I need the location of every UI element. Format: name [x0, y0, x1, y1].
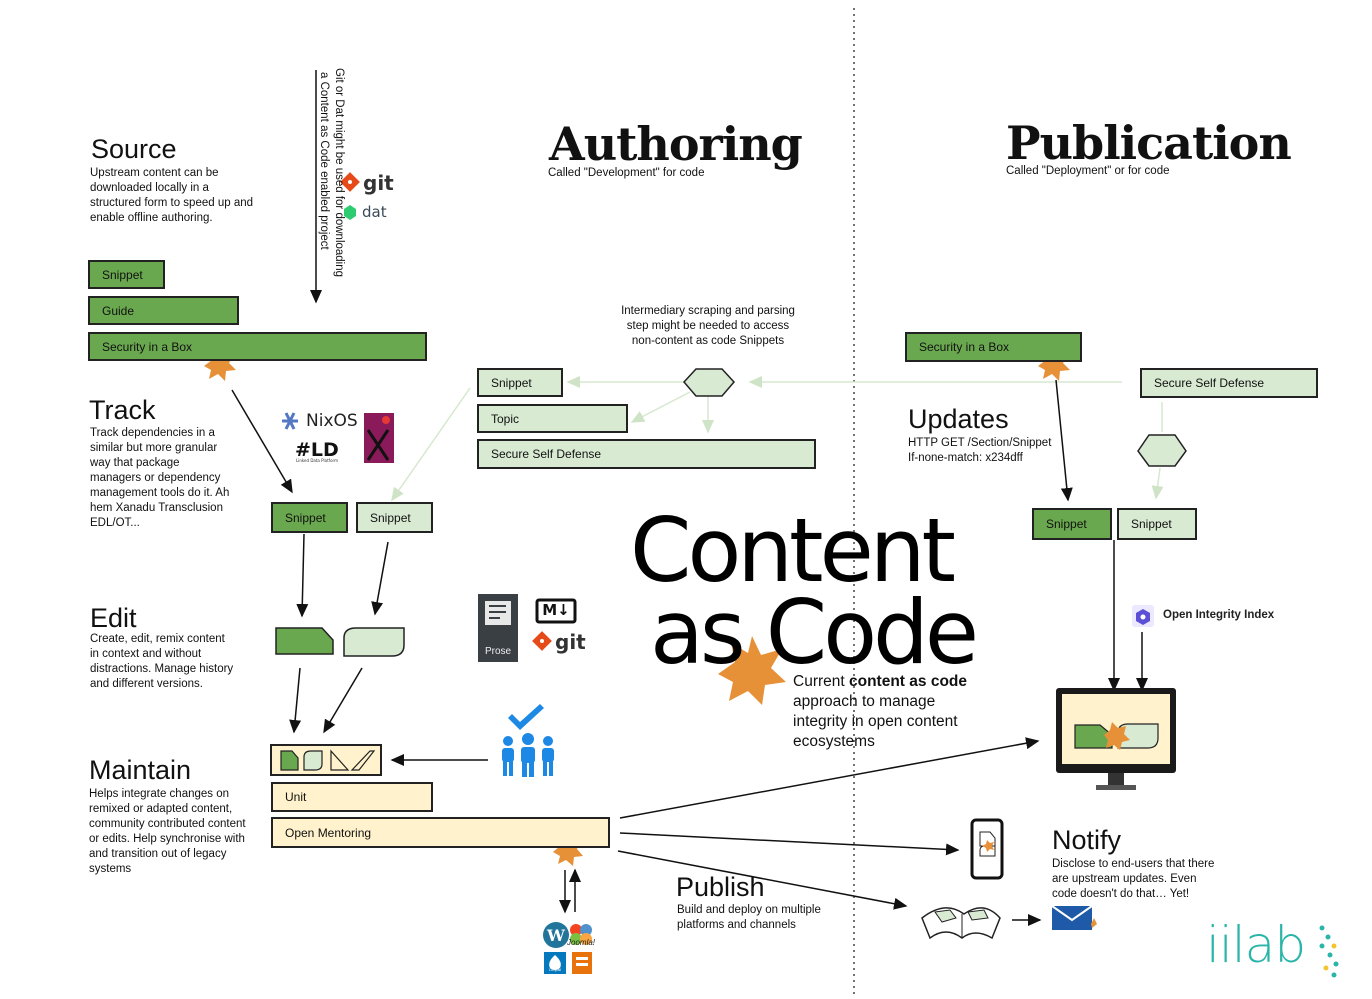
- nixos-logo-text: NixOS: [306, 411, 358, 431]
- git-logo-text-2: git: [555, 630, 586, 654]
- track-snippet-green: Snippet: [271, 502, 348, 533]
- wordpress-icon: W: [543, 922, 569, 948]
- publication-security-box: Security in a Box: [905, 332, 1082, 362]
- arrow-track-edit-a: [296, 533, 309, 618]
- source-description: Upstream content can be downloaded local…: [90, 167, 254, 224]
- phone-icon: [970, 818, 1004, 880]
- arrow-to-phone: [619, 832, 960, 856]
- arrow-track-edit-b: [371, 541, 389, 616]
- publication-subheading: Called "Deployment" or for code: [1006, 165, 1170, 177]
- notify-description: Disclose to end-users that there are ups…: [1052, 858, 1215, 900]
- drupal-icon: [544, 952, 566, 974]
- arrow-scrape-to-topic: [630, 391, 691, 423]
- mail-icon: [1051, 905, 1097, 930]
- authoring-subheading: Called "Development" for code: [548, 167, 705, 179]
- edit-description: Create, edit, remix content in context a…: [90, 633, 234, 690]
- source-security-box: Security in a Box: [88, 332, 427, 361]
- authoring-topic-box: Topic: [477, 404, 628, 433]
- drupal-logo-text: Drupal: [549, 967, 561, 972]
- arrow-pub-star-snippet: [1055, 379, 1073, 502]
- arrow-edit-maintain-a: [289, 667, 302, 734]
- publication-hexagon: [1137, 434, 1187, 467]
- maintain-title: Maintain: [89, 755, 192, 785]
- joomla-icon: [570, 924, 592, 945]
- publication-snippet-light: Snippet: [1117, 508, 1197, 540]
- updates-title: Updates: [908, 404, 1009, 434]
- publication-heading: Publication: [1006, 116, 1292, 170]
- svg-text:W: W: [546, 926, 566, 945]
- arrow-to-book: [617, 850, 908, 910]
- main-title: Content as Code: [630, 499, 979, 684]
- git-icon: [532, 631, 552, 651]
- book-icon: [921, 907, 1001, 940]
- track-title: Track: [89, 395, 156, 425]
- arrow-star-to-snippet: [231, 389, 293, 494]
- open-integrity-text: Open Integrity Index: [1163, 609, 1275, 621]
- maintain-description: Helps integrate changes on remixed or ad…: [89, 788, 246, 875]
- open-mentoring-box: Open Mentoring: [271, 817, 610, 848]
- arrow-authoring-to-snippet: [391, 387, 471, 502]
- source-guide-box: Guide: [88, 296, 239, 325]
- iilab-logo: iilab: [1206, 916, 1306, 974]
- community-icon: [502, 704, 554, 777]
- cms-icon: [572, 952, 592, 974]
- arrow-to-monitor: [619, 737, 1040, 819]
- publication-snippet-green: Snippet: [1032, 508, 1112, 540]
- xanadu-icon: [364, 413, 394, 463]
- edit-shape-green: [275, 627, 334, 655]
- markdown-icon: [535, 598, 577, 624]
- arrow-hex-snippet: [1151, 467, 1164, 500]
- ld-logo-small: Linked Data Platform: [296, 458, 339, 463]
- source-title: Source: [91, 134, 177, 164]
- git-logo-text: git: [363, 171, 394, 195]
- publish-description: Build and deploy on multiple platforms a…: [677, 904, 821, 931]
- track-description: Track dependencies in a similar but more…: [90, 427, 230, 529]
- track-snippet-light: Snippet: [356, 502, 433, 533]
- main-caption: Current content as code approach to mana…: [793, 673, 967, 750]
- nixos-icon: [282, 412, 298, 430]
- authoring-snippet-box: Snippet: [477, 368, 563, 397]
- scrape-hexagon: [682, 368, 736, 397]
- arrow-edit-maintain-b: [323, 667, 363, 734]
- updates-description: HTTP GET /Section/Snippet If-none-match:…: [908, 437, 1052, 464]
- joomla-logo-text: Joomla!: [567, 938, 596, 947]
- markdown-logo-text: M↓: [542, 601, 570, 619]
- notify-title: Notify: [1052, 825, 1122, 855]
- authoring-ssd-box: Secure Self Defense: [477, 439, 816, 469]
- dat-icon: [344, 205, 356, 220]
- edit-title: Edit: [90, 603, 137, 633]
- ld-logo-text: #LD: [295, 439, 339, 461]
- scraping-note: Intermediary scraping and parsing step m…: [621, 305, 795, 347]
- monitor-icon: [1056, 688, 1176, 790]
- publish-title: Publish: [676, 872, 765, 902]
- prose-logo-text: Prose: [484, 646, 512, 657]
- publication-ssd-box: Secure Self Defense: [1140, 368, 1318, 398]
- unit-box: Unit: [271, 782, 433, 812]
- iilab-dots: [1319, 925, 1339, 978]
- authoring-heading: Authoring: [549, 117, 803, 171]
- dat-logo-text: dat: [362, 203, 387, 221]
- star-icon: [718, 636, 786, 705]
- edit-shape-light: [343, 627, 405, 657]
- prose-icon: [478, 594, 518, 662]
- source-snippet-box: Snippet: [88, 260, 165, 289]
- download-note: Git or Dat might be used for downloading…: [318, 68, 345, 278]
- open-integrity-icon: [1132, 605, 1154, 627]
- git-icon: [340, 172, 360, 192]
